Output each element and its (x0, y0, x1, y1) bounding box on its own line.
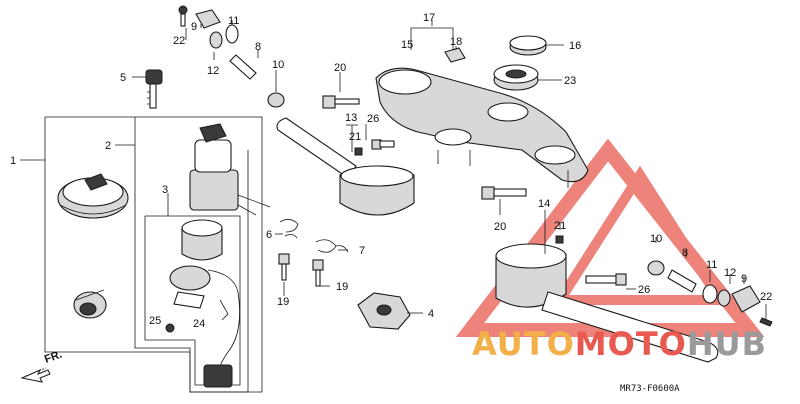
callout-6: 6 (266, 229, 272, 241)
cap-16 (509, 35, 547, 56)
callout-7: 7 (359, 245, 365, 257)
callout-5: 5 (120, 72, 126, 84)
bolt-22-top (178, 5, 188, 27)
handlebar-right (541, 291, 719, 363)
rod-8-right (667, 269, 697, 293)
callout-13: 13 (345, 112, 357, 124)
callout-8-top: 8 (255, 41, 261, 53)
callout-9-right: 9 (741, 273, 747, 285)
ignition-switch (189, 123, 271, 216)
bolt-19-left (278, 253, 290, 281)
front-marker-label: FR. (43, 348, 64, 365)
clip-6 (279, 219, 299, 239)
bolt-21-right (555, 235, 564, 244)
callout-3: 3 (162, 184, 168, 196)
small-screw-25 (165, 323, 175, 333)
bolt-21-left (354, 147, 363, 156)
collar-12-right (717, 289, 731, 307)
watermark-part-auto: AUTO (472, 325, 575, 363)
bolt-26-left (371, 139, 395, 150)
switch-body (181, 219, 223, 261)
ring-11-right (702, 284, 718, 304)
bolt-26-right (585, 273, 627, 286)
top-bridge-15 (375, 67, 589, 188)
callout-10-top: 10 (272, 59, 284, 71)
callout-19-left: 19 (277, 296, 289, 308)
assembly-box-2 (134, 117, 249, 393)
contact-base (169, 265, 240, 388)
clamp-14 (495, 243, 567, 308)
callout-4: 4 (428, 308, 434, 320)
handlebar-left (276, 117, 357, 179)
clip-7 (315, 239, 349, 253)
watermark-wordmark: AUTOMOTOHUB (472, 325, 767, 363)
svg-text:AUTOMOTOHUB: AUTOMOTOHUB (472, 325, 767, 363)
watermark-part-hub: HUB (687, 325, 767, 363)
callout-18: 18 (450, 36, 462, 48)
front-direction-marker: FR. (20, 348, 64, 383)
collar-12-top (209, 31, 223, 49)
key (145, 69, 163, 109)
rubber-10-right (647, 260, 665, 276)
lock-cylinder-plug (73, 289, 107, 319)
callout-17: 17 (423, 12, 435, 24)
callout-11-right: 11 (706, 259, 717, 271)
callout-1: 1 (10, 155, 16, 167)
assembly-box-3 (144, 215, 241, 386)
bolt-20-left (322, 95, 360, 109)
plate-18 (444, 47, 466, 63)
rod-8-top (229, 54, 257, 80)
callout-26-left: 26 (367, 113, 379, 125)
bracket-4 (357, 292, 411, 330)
callout-22-top: 22 (173, 35, 185, 47)
bolt-19-right (312, 259, 324, 287)
callout-22-right: 22 (760, 291, 772, 303)
bar-end-weight-9-top (195, 9, 221, 29)
ring-11-top (225, 24, 239, 44)
callout-11-top: 11 (228, 15, 239, 27)
watermark-part-moto: MOTO (575, 325, 687, 363)
callout-19-right: 19 (336, 281, 348, 293)
callout-14: 14 (538, 198, 550, 210)
callout-labels: 1 2 3 4 5 6 7 8 8 9 9 10 10 11 11 12 12 … (10, 12, 772, 330)
bolt-20-right (481, 186, 527, 200)
bolt-22-right (759, 317, 773, 327)
callout-16: 16 (569, 40, 581, 52)
callout-10-right: 10 (650, 233, 662, 245)
callout-2: 2 (105, 140, 111, 152)
callout-12-right: 12 (724, 267, 736, 279)
callout-20-bottom: 20 (494, 221, 506, 233)
clamp-13 (339, 165, 415, 216)
callout-21-right: 21 (554, 220, 566, 232)
nut-23 (493, 64, 539, 91)
callout-20-top: 20 (334, 62, 346, 74)
leader-lines (20, 20, 767, 320)
bar-end-weight-9-right (731, 285, 761, 313)
callout-9-top: 9 (191, 21, 197, 33)
callout-26-right: 26 (638, 284, 650, 296)
callout-21-left: 21 (349, 131, 361, 143)
callout-23: 23 (564, 75, 576, 87)
callout-24: 24 (193, 318, 205, 330)
callout-25: 25 (149, 315, 161, 327)
fuel-cap (57, 173, 129, 219)
wire-clamp (173, 291, 229, 321)
callout-8-right: 8 (682, 247, 688, 259)
rubber-10-top (267, 92, 285, 108)
drawing-code: MR73-F0600A (620, 384, 680, 394)
callout-12-top: 12 (207, 65, 219, 77)
callout-15: 15 (401, 39, 413, 51)
